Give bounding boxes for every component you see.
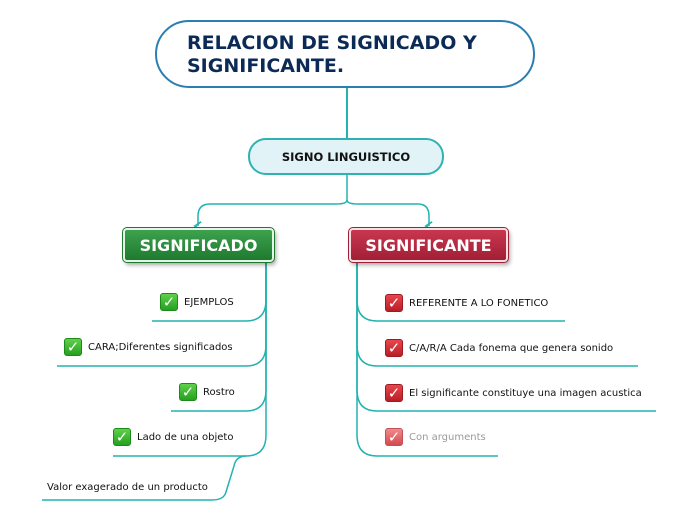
title-node[interactable]: RELACION DE SIGNICADO Y SIGNIFICANTE. [155,20,535,88]
title-text: RELACION DE SIGNICADO Y SIGNIFICANTE. [187,32,477,77]
connector-to-significado [193,199,348,231]
leaf-label: El significante constituye una imagen ac… [409,387,642,399]
significado-item-ejemplos[interactable]: ✓ EJEMPLOS [160,293,234,311]
branch-label-significante: SIGNIFICANTE [365,235,492,255]
red-check-icon: ✓ [385,384,403,402]
branch-node-significante[interactable]: SIGNIFICANTE [348,227,509,263]
red-check-icon: ✓ [385,428,403,446]
significante-item-cara-fonema[interactable]: ✓ C/A/R/A Cada fonema que genera sonido [385,339,613,357]
central-node-label: SIGNO LINGUISTICO [281,149,411,164]
significante-item-con-arguments[interactable]: ✓ Con arguments [385,428,486,446]
connector-significante-item-1 [356,262,565,322]
leaf-label: Rostro [203,386,235,398]
leaf-label: Valor exagerado de un producto [47,482,208,493]
leaf-label: Con arguments [409,431,486,443]
green-check-icon: ✓ [160,293,178,311]
central-node-signo-linguistico[interactable]: SIGNO LINGUISTICO [248,138,444,175]
connector-significado-item-5 [42,455,247,501]
red-check-icon: ✓ [385,339,403,357]
leaf-label: REFERENTE A LO FONETICO [409,297,549,309]
branch-label-significado: SIGNIFICADO [139,235,258,255]
leaf-label: EJEMPLOS [184,296,234,308]
red-check-icon: ✓ [385,294,403,312]
connector-significado-item-1 [152,262,267,322]
significante-item-imagen-acustica[interactable]: ✓ El significante constituye una imagen … [385,384,642,402]
green-check-icon: ✓ [113,428,131,446]
significado-item-valor[interactable]: Valor exagerado de un producto [47,482,208,493]
leaf-label: C/A/R/A Cada fonema que genera sonido [409,342,614,354]
significado-item-lado[interactable]: ✓ Lado de una objeto [113,428,233,446]
connector-to-significante [346,199,433,231]
branch-node-significado[interactable]: SIGNIFICADO [122,227,275,263]
significado-item-cara[interactable]: ✓ CARA;Diferentes significados [64,338,233,356]
green-check-icon: ✓ [179,383,197,401]
leaf-label: CARA;Diferentes significados [88,341,233,353]
significado-item-rostro[interactable]: ✓ Rostro [179,383,235,401]
connector-significante-item-4 [356,262,498,457]
green-check-icon: ✓ [64,338,82,356]
significante-item-referente[interactable]: ✓ REFERENTE A LO FONETICO [385,294,548,312]
leaf-label: Lado de una objeto [137,431,234,443]
connector-significado-item-4 [113,262,267,457]
